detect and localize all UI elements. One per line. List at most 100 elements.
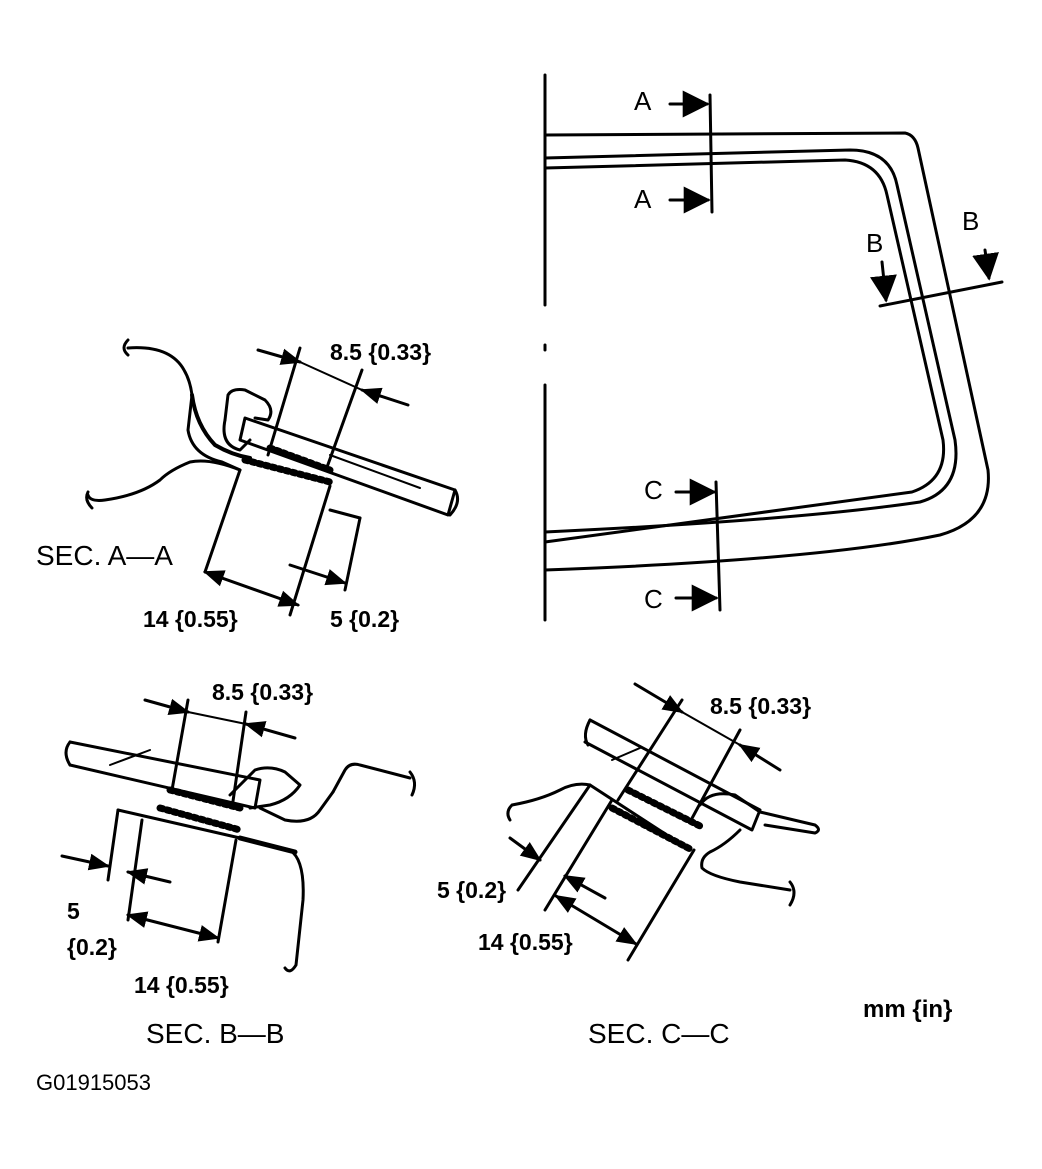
section-b-title: SEC. B—B — [146, 1018, 284, 1049]
section-b-ext-5 — [216, 838, 238, 944]
section-a-adhesive-bead — [241, 456, 334, 486]
section-a-break-mark-bottom — [85, 490, 94, 510]
molding-inner-line — [543, 158, 946, 544]
section-b-molding-lip — [258, 790, 335, 823]
section-b-ext-4 — [126, 818, 144, 922]
section-b-dim-offset-label-1: 5 — [67, 898, 80, 924]
section-b-label-left: B — [866, 228, 883, 258]
section-c-dim-ext-1 — [616, 698, 684, 802]
section-b-glass-hatch — [109, 749, 151, 766]
section-a-dim-arrow-1 — [256, 348, 303, 365]
section-a-glass-pane — [238, 416, 457, 517]
figure-code: G01915053 — [36, 1070, 151, 1095]
section-b-label-right: B — [962, 206, 979, 236]
molding-outer-line — [543, 148, 958, 534]
section-b-adhesive-edge — [237, 835, 298, 855]
section-b-break-top — [408, 770, 417, 797]
section-b-dim-offset-label-2: {0.2} — [67, 934, 117, 960]
section-c-adhesive-bead — [608, 804, 696, 854]
section-b-dim-arrow-2 — [243, 721, 297, 740]
section-a-label-bottom: A — [634, 184, 652, 214]
cut-labels: A A B B C C — [634, 86, 979, 614]
section-b-dim-overlap-label: 14 {0.55} — [134, 972, 229, 998]
section-a-inner-panel — [86, 459, 242, 502]
section-a-dim-overlap-label: 14 {0.55} — [143, 606, 238, 632]
section-a-ext-4 — [288, 484, 332, 617]
section-c-ext-5 — [626, 848, 696, 962]
section-b-molding — [228, 766, 302, 810]
section-b-body-flange — [331, 762, 412, 794]
section-c-dim-line-width — [681, 711, 741, 746]
section-c-break-right — [788, 880, 796, 907]
glass-outer-edge — [543, 131, 990, 572]
section-a-molding-body — [222, 418, 252, 452]
section-b-dim-ext-1 — [170, 698, 190, 792]
section-a-dim-arrow-2 — [360, 387, 410, 407]
section-b-dim-overlap — [125, 911, 221, 942]
section-b-adhesive-bead-2 — [166, 786, 244, 812]
section-b-glass-break — [64, 740, 72, 767]
section-a-dim-offset-arrow — [288, 563, 347, 586]
section-a-adhesive-edge — [190, 393, 252, 460]
section-b-dim-ext-2 — [230, 710, 248, 810]
section-c-dim-overlap — [554, 894, 638, 946]
section-c-dim-arrow-1 — [633, 682, 684, 714]
section-c-molding-tab — [698, 792, 820, 835]
section-b-arrow-left — [870, 260, 897, 303]
section-a-break-mark-top — [122, 338, 130, 357]
section-c-ext-3 — [516, 783, 592, 892]
section-b-ext-3 — [106, 808, 120, 882]
section-a-title: SEC. A—A — [36, 540, 173, 571]
section-b-dim-offset-arrow-1 — [60, 853, 111, 871]
section-a-adhesive-bead-2 — [266, 444, 334, 474]
section-a-ext-5 — [343, 516, 362, 592]
section-a-dim-overlap — [203, 570, 300, 607]
section-c-dim-offset-arrow-2 — [563, 874, 607, 900]
section-b-dim-offset-arrow-2 — [125, 868, 172, 885]
section-c-title: SEC. C—C — [588, 1018, 730, 1049]
section-a-label-top: A — [634, 86, 652, 116]
section-a-glass-hatch — [329, 454, 421, 489]
section-a-dim-line-width — [299, 361, 363, 391]
section-b-adhesive-bead — [156, 804, 244, 834]
section-c-glass-hatch — [611, 747, 641, 761]
section-c-glass-pane — [583, 718, 762, 832]
section-b-drawing — [60, 698, 417, 973]
section-b-body-panel — [116, 808, 305, 973]
section-c-dim-offset-label: 5 {0.2} — [437, 877, 506, 903]
section-a-labels: 8.5 {0.33} SEC. A—A 14 {0.55} 5 {0.2} — [36, 339, 431, 632]
section-c-cut-line — [714, 480, 722, 612]
section-a-glass-break — [448, 488, 460, 517]
section-a-ext-5-tick — [328, 508, 362, 520]
section-a-cut-line — [708, 93, 714, 214]
section-a-body-panel — [126, 346, 242, 472]
section-c-dim-overlap-label: 14 {0.55} — [478, 929, 573, 955]
section-a-dim-width-label: 8.5 {0.33} — [330, 339, 431, 365]
section-c-body-panel — [700, 828, 792, 892]
section-a-ext-3 — [203, 468, 242, 574]
units-label: mm {in} — [863, 996, 952, 1023]
section-a-drawing — [85, 338, 460, 617]
section-c-label-bottom: C — [644, 584, 663, 614]
section-c-labels: 8.5 {0.33} 5 {0.2} 14 {0.55} SEC. C—C — [437, 693, 811, 1049]
section-c-dim-width-label: 8.5 {0.33} — [710, 693, 811, 719]
section-c-dim-arrow-2 — [738, 743, 782, 772]
section-b-dim-arrow-1 — [143, 698, 191, 716]
section-c-adhesive-bead-2 — [624, 786, 704, 830]
section-b-dim-width-label: 8.5 {0.33} — [212, 679, 313, 705]
section-c-dim-ext-2 — [688, 728, 742, 824]
section-a-dim-ext-1 — [266, 346, 302, 457]
section-c-ext-4 — [543, 798, 614, 912]
section-b-labels: 8.5 {0.33} 5 {0.2} 14 {0.55} SEC. B—B — [67, 679, 313, 1049]
section-a-dim-offset-label: 5 {0.2} — [330, 606, 399, 632]
windshield-overview — [543, 73, 1004, 622]
section-c-label-top: C — [644, 475, 663, 505]
section-b-dim-line-width — [187, 711, 247, 725]
section-a-molding-lip — [223, 388, 273, 422]
section-b-arrow-right — [972, 248, 999, 281]
section-c-inner-panel — [506, 782, 692, 852]
section-c-dim-offset-arrow-1 — [508, 836, 542, 862]
section-b-glass-pane — [68, 740, 262, 810]
